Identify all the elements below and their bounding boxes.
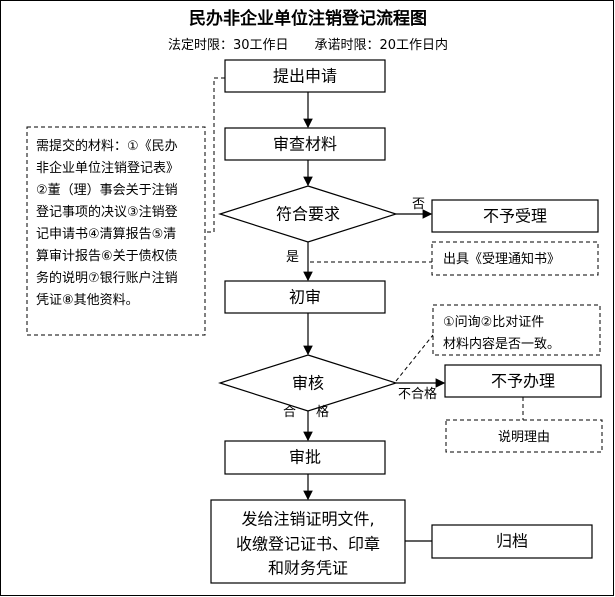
not-processed: 不予办理 [491,372,555,391]
step-apply: 提出申请 [273,67,337,86]
decision-label: 符合要求 [276,205,340,224]
preliminary-review: 初审 [289,288,321,307]
preliminary-review-box [224,280,386,314]
yes-label: 是 [286,250,299,265]
materials-note: 需提交的材料：①《民办 非企业单位注销登记表》 ②董（理）事会关于注销 登记事项… [36,138,179,308]
not-processed-box [444,364,602,398]
materials-connector [205,77,225,233]
step-review-box [224,127,386,161]
approve-box [224,440,386,475]
step-apply-box [224,59,386,93]
verify-note-connector [395,334,434,382]
explain-reason-box [445,419,603,453]
verify-note-box [432,304,601,356]
issue-certificate-box [210,499,406,584]
archive: 归档 [496,532,528,551]
issue-certificate-line: 收缴登记证书、印章 [236,535,380,554]
materials-line: 需提交的材料：①《民办 [36,138,178,154]
no-label: 否 [412,197,425,212]
issue-notice-box [431,241,599,276]
verify-note-line: ①问询②比对证件 [443,315,544,330]
archive-box [431,524,593,559]
issue-certificate-line: 发给注销证明文件, [241,510,374,529]
issue-notice: 出具《受理通知书》 [443,251,560,267]
explain-reason: 说明理由 [498,430,550,445]
materials-line: 记申请书④清算报告⑤清 [36,227,176,242]
time-limits: 法定时限：30工作日 承诺时限：20工作日内 [168,37,448,53]
materials-note-box [26,126,206,336]
verify-note-line: 材料内容是否一致。 [443,336,560,352]
not-accepted-box [431,199,599,233]
page-title: 民办非企业单位注销登记流程图 [189,8,427,29]
materials-line: 凭证⑧其他资料。 [36,293,139,308]
not-accepted: 不予受理 [483,207,547,226]
materials-line: ②董（理）事会关于注销 [36,183,178,198]
materials-line: 算审计报告⑥关于债权债 [36,248,178,264]
materials-line: 非企业单位注销登记表》 [36,160,179,176]
approve: 审批 [289,448,321,467]
step-review-materials: 审查材料 [273,135,337,154]
qualified-label: 格 [316,404,329,420]
verify-label: 审核 [292,374,324,393]
unqualified-label: 不合格 [398,386,437,402]
issue-certificate-line: 和财务凭证 [268,559,348,578]
qualified-label: 合 [283,405,296,420]
materials-line: 登记事项的决议③注销登 [36,204,178,220]
materials-line: 务的说明⑦银行账户注销 [36,270,178,286]
